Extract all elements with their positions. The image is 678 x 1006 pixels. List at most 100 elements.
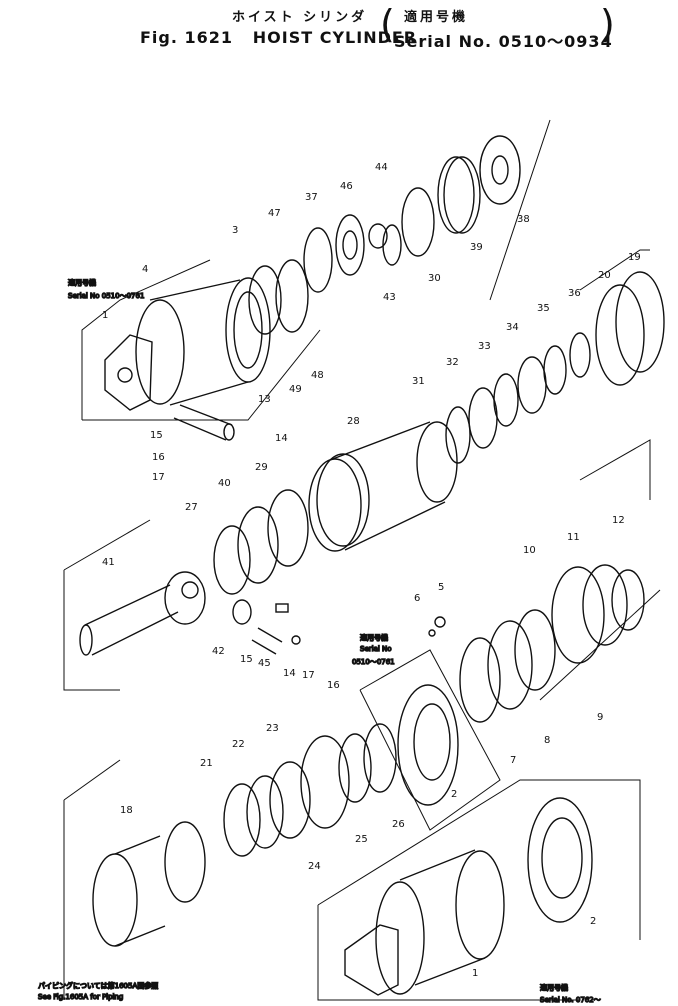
pin-edge-top — [179, 404, 233, 426]
part-number-2: 2 — [451, 789, 457, 800]
title-japanese: ホイスト シリンダ — [232, 10, 368, 25]
note-mid-serial: 0510～0761 — [352, 658, 395, 666]
frame-bottom-right-top — [317, 779, 641, 940]
part-number-38: 38 — [517, 214, 530, 225]
part-number-18: 18 — [120, 805, 133, 816]
lower-ring-stack — [223, 723, 397, 857]
part-number-44: 44 — [375, 162, 388, 173]
frame-left-mid-lower — [63, 570, 120, 691]
piston-28 — [308, 421, 458, 552]
pin-45-bottom — [251, 639, 277, 655]
cap-38-inner — [491, 155, 509, 185]
ring-33 — [493, 373, 519, 427]
frame-top-right — [489, 119, 551, 301]
part-number-48: 48 — [311, 370, 324, 381]
barrel-lower-flange — [455, 850, 505, 960]
cap-38 — [479, 135, 521, 205]
pin-45-top — [257, 627, 283, 643]
part-number-1: 1 — [102, 310, 108, 321]
group-frames — [63, 119, 661, 1001]
right-ring-stack — [445, 271, 665, 464]
ring-30 — [401, 187, 435, 257]
nut-44 — [368, 223, 388, 249]
part-number-39: 39 — [470, 242, 483, 253]
ring-7 — [459, 637, 501, 723]
ring-9 — [514, 609, 556, 691]
barrel-lower-rear — [375, 881, 425, 995]
figure-title-english: HOIST CYLINDER — [252, 28, 418, 47]
plate-46 — [335, 214, 365, 276]
ring-39-back — [443, 156, 481, 234]
frame-left-bottom — [63, 759, 121, 801]
piston-18-front — [92, 853, 138, 947]
plate-46-inner — [342, 230, 358, 260]
barrel-lower-clevis — [344, 924, 399, 996]
piston-front — [308, 458, 362, 552]
piston-front-groove — [316, 453, 370, 547]
part-number-46: 46 — [340, 181, 353, 192]
part-number-17: 17 — [302, 670, 315, 681]
ring-23 — [269, 761, 311, 839]
close-paren: ) — [600, 2, 615, 46]
part-number-11: 11 — [567, 532, 580, 543]
flange-2 — [397, 684, 459, 806]
barrel-rear — [135, 299, 185, 405]
gland-ring-stack — [459, 564, 645, 723]
part-number-43: 43 — [383, 292, 396, 303]
note-mid-serial-label: Serial No — [360, 645, 392, 653]
part-number-30: 30 — [428, 273, 441, 284]
barrel-flange-inner — [233, 291, 263, 369]
bushing-42 — [232, 599, 252, 625]
fitting-5 — [434, 616, 446, 628]
piston-rear — [416, 421, 458, 503]
flange-outer — [397, 684, 459, 806]
frame-right-mid — [579, 439, 651, 500]
part-number-34: 34 — [506, 322, 519, 333]
figure-title: Fig. 1621 HOIST CYLINDER — [140, 28, 417, 47]
part-number-28: 28 — [347, 416, 360, 427]
upper-ring-stack — [248, 135, 521, 335]
bolt-14 — [291, 635, 301, 645]
piston-top-edge — [329, 421, 431, 461]
note-top-left-serial: Serial No 0510～0761 — [68, 292, 144, 300]
rod-bottom-edge — [91, 611, 179, 656]
piston-bottom-edge — [344, 501, 446, 551]
ring-27 — [213, 525, 251, 595]
ring-8 — [487, 620, 533, 710]
rod-eye — [164, 571, 206, 625]
ring-22 — [246, 775, 284, 849]
part-number-45: 45 — [258, 658, 271, 669]
ring-24 — [300, 735, 350, 829]
ring-34 — [517, 356, 547, 414]
part-number-15: 15 — [240, 654, 253, 665]
part-number-23: 23 — [266, 723, 279, 734]
piston-rod-41 — [79, 571, 206, 656]
frame-top-left-bottom — [82, 329, 321, 421]
part-number-31: 31 — [412, 376, 425, 387]
middle-seals — [213, 489, 309, 595]
part-number-37: 37 — [305, 192, 318, 203]
ring-3 — [248, 265, 282, 335]
barrel-clevis — [104, 334, 153, 411]
part-number-42: 42 — [212, 646, 225, 657]
piston-18-bottom — [114, 925, 166, 947]
part-number-19: 19 — [628, 252, 641, 263]
figure-number: Fig. 1621 — [140, 28, 234, 47]
frame-left-mid — [63, 519, 151, 571]
serial-applicability-japanese: 適用号機 — [404, 10, 469, 25]
part-number-20: 20 — [598, 270, 611, 281]
sleeve-19 — [615, 271, 665, 373]
ring-21 — [223, 783, 261, 857]
frame-top-left — [81, 259, 211, 420]
piston-18 — [92, 821, 206, 947]
part-number-27: 27 — [185, 502, 198, 513]
part-number-13: 13 — [258, 394, 271, 405]
flange-2-lower-inner — [541, 817, 583, 899]
rod-eye-hole — [181, 581, 199, 599]
part-number-21: 21 — [200, 758, 213, 769]
part-number-8: 8 — [544, 735, 550, 746]
ring-39 — [437, 156, 475, 234]
part-number-14: 14 — [275, 433, 288, 444]
pin-end — [223, 423, 235, 441]
part-number-49: 49 — [289, 384, 302, 395]
